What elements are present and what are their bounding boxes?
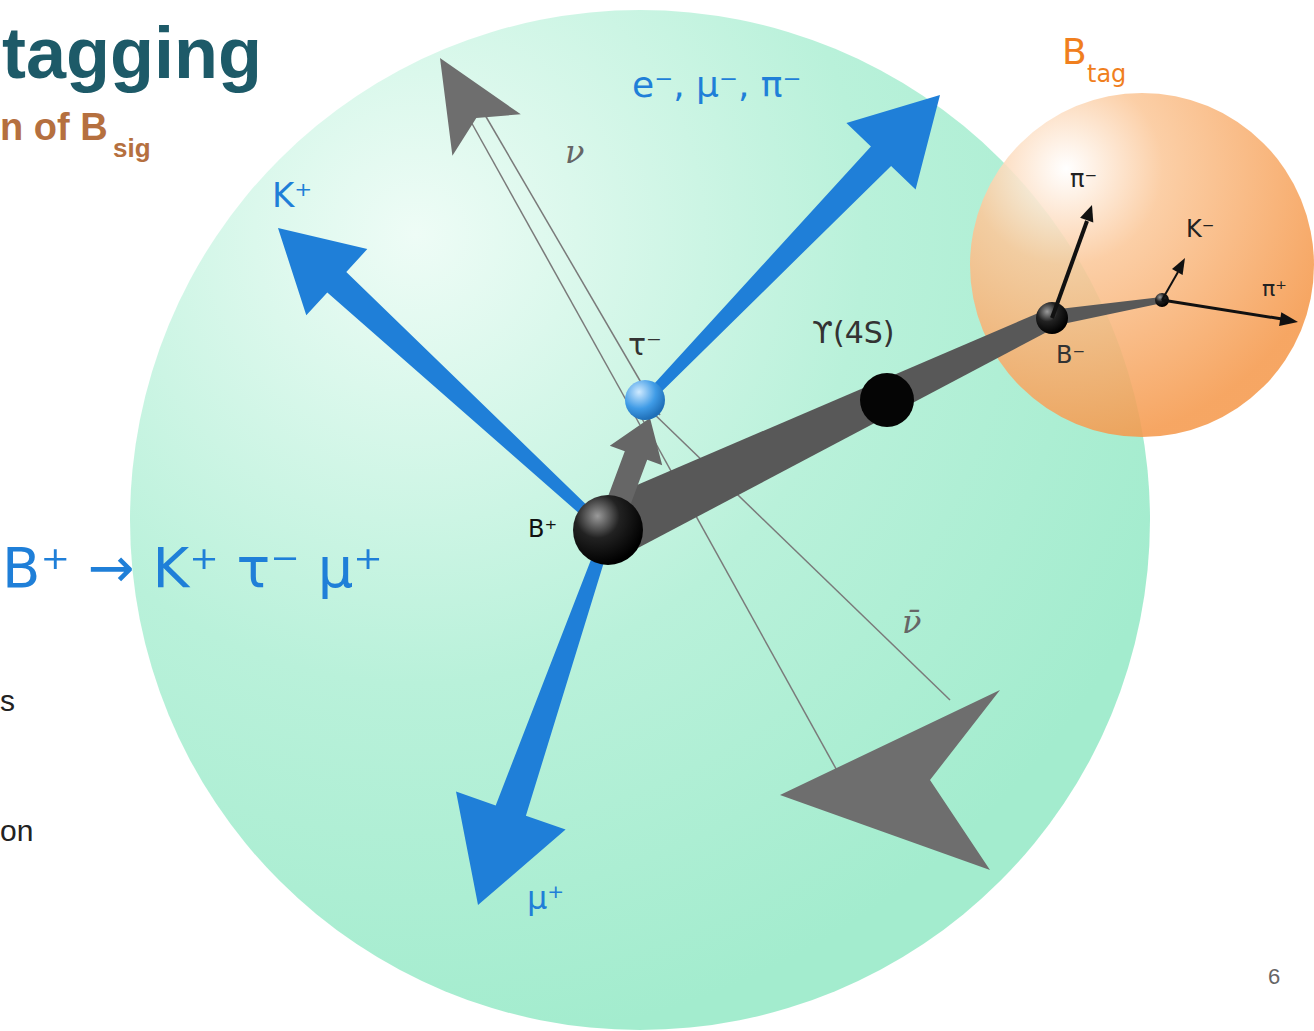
particle-label: μ⁺ [527,880,564,917]
region-circle [970,93,1314,437]
tau-ball [625,380,665,420]
boost-bar [595,309,1056,557]
decay-formula: B⁺ → K⁺ τ⁻ μ⁺ [2,536,383,600]
particle-label: B⁻ [1056,342,1085,370]
subtitle: n of B [0,106,108,150]
b-plus-ball [573,495,643,565]
track-label: π⁺ [1262,276,1287,301]
particle-label: e⁻, μ⁻, π⁻ [632,64,802,105]
neutrino-label: ν̄ [902,604,921,641]
cut-text: s [0,684,15,719]
kaon-arrow [278,228,603,529]
tag-side-region: Btag [970,93,1314,437]
region-label: B⁺ [528,516,557,544]
particle-label: ϒ(4S) [812,316,895,351]
upsilon-dot [860,373,914,427]
tag-tracks [1052,221,1282,319]
particle-label: τ⁻ [628,328,662,363]
muon-arrow [456,546,608,905]
track-label: K⁻ [1186,216,1214,244]
neutrino-lines [470,115,950,785]
page-number: 6 [1268,964,1280,989]
subtitle-subscript: sig [113,134,151,164]
cut-text: on [0,814,33,849]
track-head [1172,258,1185,275]
antineutrino-arrowhead [780,690,1000,870]
track-head [1279,312,1298,326]
neutrino-arrowhead [440,58,521,156]
neutrino-label: ν [565,134,584,171]
track-label: π⁻ [1070,166,1097,194]
particle-label: K⁺ [272,176,312,215]
lepton-arrow [644,95,940,402]
region-label: B [1062,31,1087,72]
slide-title: tagging [2,12,262,95]
region-label: tag [1087,61,1126,89]
track-head [1080,205,1093,222]
